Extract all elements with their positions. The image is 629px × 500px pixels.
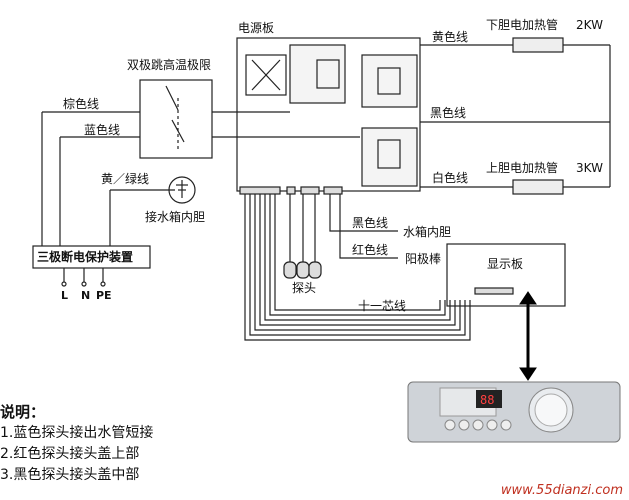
label-lower-power: 2KW xyxy=(576,18,603,32)
label-white-wire: 白色线 xyxy=(432,171,469,185)
label-upper-power: 3KW xyxy=(576,161,603,175)
label-protection-device: 三极断电保护装置 xyxy=(37,250,134,264)
lower-heater-element xyxy=(512,37,564,53)
relay-2 xyxy=(361,54,418,108)
label-yellow-green-wire: 黄／绿线 xyxy=(101,172,150,186)
label-tank-inner: 接水箱内胆 xyxy=(145,210,206,224)
protection-device-box xyxy=(32,245,151,269)
label-terminal-pe: PE xyxy=(96,289,112,302)
label-black-wire-right: 黑色线 xyxy=(430,106,467,120)
label-eleven-core: 十一芯线 xyxy=(358,299,407,313)
upper-heater-element xyxy=(512,179,564,195)
control-panel-image: 88 xyxy=(407,381,621,443)
temperature-limit-switch xyxy=(139,79,213,159)
note-item-2: 2.红色探头接头盖上部 xyxy=(0,446,140,462)
label-black-wire-probe: 黑色线 xyxy=(352,216,389,230)
label-power-board: 电源板 xyxy=(238,21,275,35)
label-anode-rod: 阳极棒 xyxy=(405,252,442,266)
label-display-board: 显示板 xyxy=(487,257,524,271)
label-terminal-n: N xyxy=(81,289,91,302)
label-yellow-wire: 黄色线 xyxy=(432,30,469,44)
display-board-box xyxy=(446,243,566,307)
note-item-1: 1.蓝色探头接出水管短接 xyxy=(0,425,154,441)
label-upper-heater: 上胆电加热管 xyxy=(486,161,559,175)
notes-title: 说明： xyxy=(0,403,46,421)
label-lower-heater: 下胆电加热管 xyxy=(486,18,559,32)
relay-3 xyxy=(361,127,418,187)
notes: 说明： 1.蓝色探头接出水管短接 2.红色探头接头盖上部 3.黑色探头接头盖中部 xyxy=(0,402,153,486)
label-water-tank-inner: 水箱内胆 xyxy=(403,225,452,239)
label-terminal-l: L xyxy=(61,289,69,302)
label-blue-wire: 蓝色线 xyxy=(84,123,121,137)
label-double-pole-limit: 双极跳高温极限 xyxy=(127,58,212,72)
panel-readout: 88 xyxy=(480,393,494,407)
label-red-wire: 红色线 xyxy=(352,243,389,257)
note-item-3: 3.黑色探头接头盖中部 xyxy=(0,467,140,483)
label-probe: 探头 xyxy=(292,281,317,295)
label-brown-wire: 棕色线 xyxy=(63,97,100,111)
watermark: www.55dianzi.com xyxy=(500,483,623,498)
